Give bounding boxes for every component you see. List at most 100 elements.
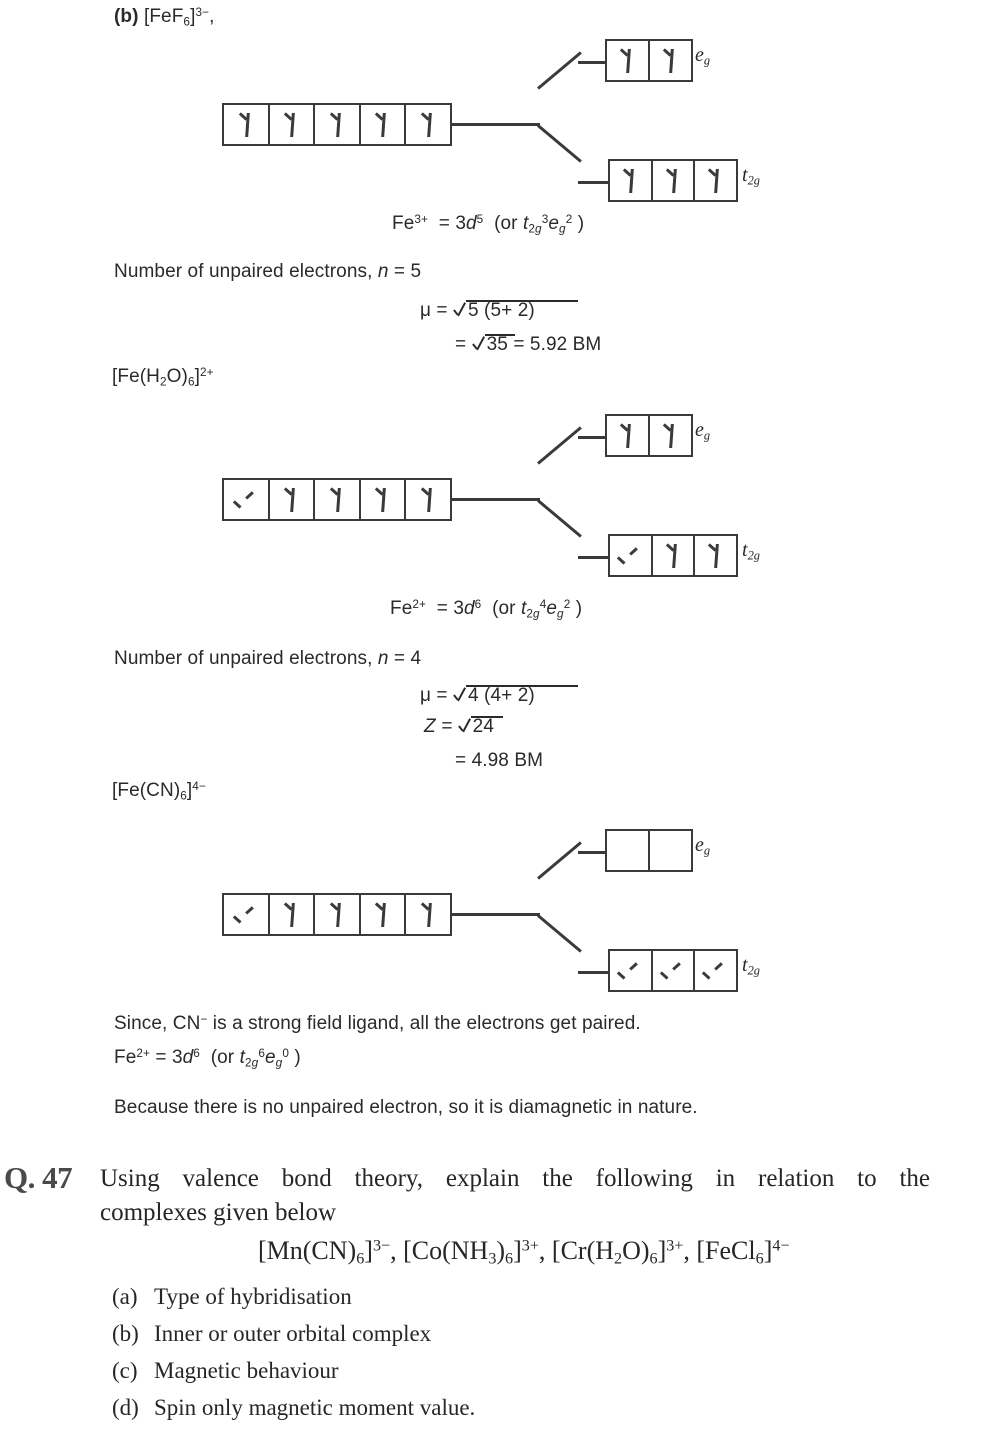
diagram-2-stem (452, 498, 540, 501)
sqrt-radicand-4: 24 (472, 716, 495, 737)
orbital-box (608, 159, 653, 202)
diagram-1-branch-up-flat (578, 61, 608, 64)
z-equation: Z = 24 (424, 716, 503, 738)
electron-pair-arrows (224, 895, 268, 934)
orbital-box (358, 478, 407, 521)
complex-label-3: [Fe(CN)6]4− (112, 780, 206, 803)
option-text: Inner or outer orbital complex (154, 1321, 432, 1346)
diagram-2-branch-down (537, 499, 582, 538)
question-option: (d) Spin only magnetic moment value. (112, 1395, 475, 1421)
sqrt-bar (484, 334, 515, 336)
question-text-line1: Using valence bond theory, explain the f… (100, 1165, 930, 1192)
orbital-box (693, 949, 738, 992)
electron-up-arrow (361, 895, 405, 934)
question-index: 47 (42, 1160, 73, 1195)
option-marker: (c) (112, 1358, 138, 1383)
diagram-2-branch-down-flat (578, 556, 610, 559)
diagram-1-t2g-label: t2g (742, 164, 760, 188)
electron-up-arrow (653, 161, 694, 200)
diagram-3-branch-up (537, 841, 582, 880)
diagram-2-branch-up-flat (578, 436, 608, 439)
sqrt-bar (470, 716, 503, 718)
fe2-configuration-2: Fe2+ = 3d6 (or t2g6eg0 ) (114, 1047, 301, 1070)
electron-up-arrow (406, 480, 450, 519)
orbital-box (647, 39, 693, 82)
electron-up-arrow (315, 105, 359, 144)
option-text: Spin only magnetic moment value. (154, 1395, 476, 1420)
orbital-box (267, 103, 316, 146)
electron-up-arrow (650, 41, 691, 80)
orbital-box (647, 829, 693, 872)
diagram-2-main-row (222, 478, 452, 521)
electron-up-arrow (610, 161, 651, 200)
diagram-3-branch-up-flat (578, 851, 608, 854)
diagram-2-eg-row (605, 414, 693, 457)
part-formula: [FeF6]3−, (143, 6, 215, 29)
diagram-2-t2g-label: t2g (742, 539, 760, 563)
orbital-box (605, 414, 650, 457)
electron-up-arrow (653, 536, 694, 575)
sqrt-bar (466, 685, 579, 687)
electron-pair-arrows (224, 480, 268, 519)
diagram-1-branch-down-flat (578, 181, 610, 184)
diagram-3-branch-down-flat (578, 971, 610, 974)
electron-up-arrow (224, 105, 268, 144)
orbital-box (650, 534, 696, 577)
diagram-2-t2g-row (608, 534, 738, 577)
part-marker: (b) (114, 6, 139, 28)
diagram-2-eg-label: eg (695, 419, 711, 443)
diagram-3-eg-row (605, 829, 693, 872)
sqrt-tick-icon (458, 718, 472, 732)
electron-pair-arrows (610, 951, 651, 990)
orbital-box (358, 103, 407, 146)
question-text-line2: complexes given below (100, 1199, 337, 1226)
diagram-2-branch-up (537, 426, 582, 465)
diamagnetic-conclusion: Because there is no unpaired electron, s… (114, 1097, 698, 1118)
electron-up-arrow (361, 105, 405, 144)
orbital-box (605, 829, 650, 872)
equals-1: = (455, 334, 467, 355)
orbital-box (605, 39, 650, 82)
question-complexes: [Mn(CN)6]3−, [Co(NH3)6]3+, [Cr(H2O)6]3+,… (258, 1236, 790, 1268)
orbital-box (608, 949, 653, 992)
sqrt-tick-icon (453, 687, 467, 701)
electron-pair-arrows (695, 951, 736, 990)
orbital-box (693, 534, 738, 577)
fe3-configuration: Fe3+ = 3d5 (or t2g3eg2 ) (392, 213, 585, 236)
orbital-diagram-1: eg t2g (0, 0, 996, 215)
diagram-3-eg-label: eg (695, 834, 711, 858)
question-prefix: Q. (4, 1160, 35, 1195)
option-marker: (a) (112, 1284, 138, 1309)
sqrt-radicand-2: 35 (486, 334, 508, 355)
fe2-configuration: Fe2+ = 3d6 (or t2g4eg2 ) (390, 598, 583, 621)
orbital-box (608, 534, 653, 577)
electron-up-arrow (695, 161, 736, 200)
z-symbol: Z = (424, 716, 453, 737)
sqrt-radicand-1: 5 (5+ 2) (468, 300, 535, 321)
electron-up-arrow (607, 41, 648, 80)
question-option: (c)Magnetic behaviour (112, 1358, 475, 1384)
sqrt-2: 35 (472, 334, 515, 356)
orbital-box (404, 478, 452, 521)
diagram-1-branch-down (537, 124, 582, 163)
electron-up-arrow (406, 895, 450, 934)
orbital-box (267, 893, 316, 936)
electron-up-arrow (315, 895, 359, 934)
diagram-3-stem (452, 913, 540, 916)
part-label: (b) [FeF6]3−, (114, 6, 214, 28)
question-options: (a)Type of hybridisation(b)Inner or oute… (112, 1284, 475, 1432)
sqrt-bar (466, 300, 579, 302)
option-marker: (d) (112, 1395, 139, 1420)
unpaired-electrons-2: Number of unpaired electrons, n = 4 (114, 648, 422, 669)
orbital-box (650, 949, 696, 992)
electron-pair-arrows (653, 951, 694, 990)
sqrt-tick-icon (472, 336, 486, 350)
orbital-box (650, 159, 696, 202)
diagram-3-main-row (222, 893, 452, 936)
diagram-3-t2g-row (608, 949, 738, 992)
electron-up-arrow (270, 105, 314, 144)
mu-symbol-1: μ = (420, 300, 448, 321)
diagram-1-branch-up (537, 51, 582, 90)
sqrt-1: 5 (5+ 2) (453, 300, 579, 322)
electron-pair-arrows (610, 536, 651, 575)
